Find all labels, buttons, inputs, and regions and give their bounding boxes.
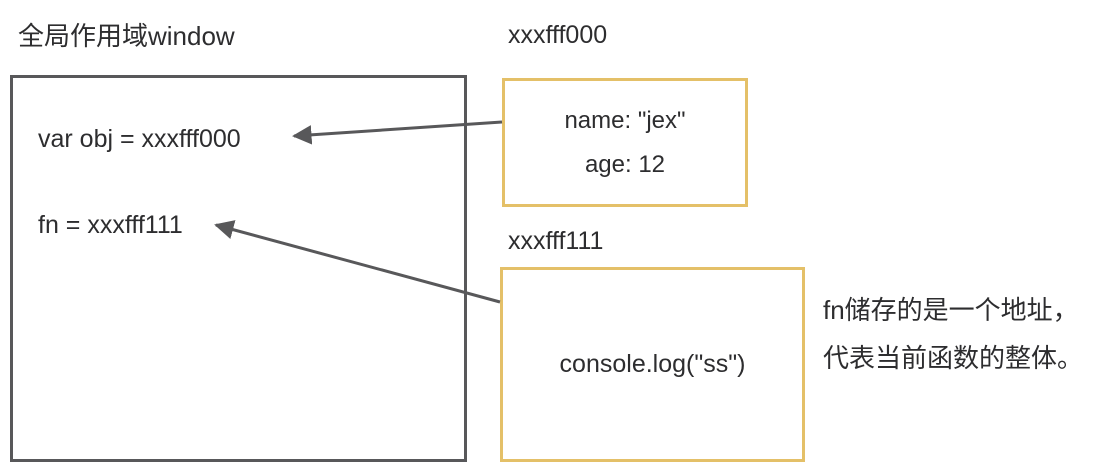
heap-object-box: name: "jex" age: 12 bbox=[502, 78, 748, 207]
statement-var-obj: var obj = xxxfff000 bbox=[38, 125, 241, 153]
statement-fn: fn = xxxfff111 bbox=[38, 211, 183, 239]
fn-annotation-line-1: fn储存的是一个地址， bbox=[823, 295, 1079, 325]
heap-address-label-xxxfff111: xxxfff111 bbox=[508, 227, 604, 255]
fn-annotation: fn储存的是一个地址， 代表当前函数的整体。 bbox=[823, 286, 1083, 382]
fn-annotation-line-2: 代表当前函数的整体。 bbox=[823, 343, 1084, 373]
heap-address-label-xxxfff000: xxxfff000 bbox=[508, 21, 608, 49]
global-scope-title: 全局作用域window bbox=[18, 21, 235, 51]
heap-object-name-line: name: "jex" bbox=[564, 106, 686, 134]
heap-object-age-line: age: 12 bbox=[584, 150, 666, 178]
heap-function-body-line: console.log("ss") bbox=[559, 350, 746, 378]
heap-function-box: console.log("ss") bbox=[500, 267, 805, 462]
